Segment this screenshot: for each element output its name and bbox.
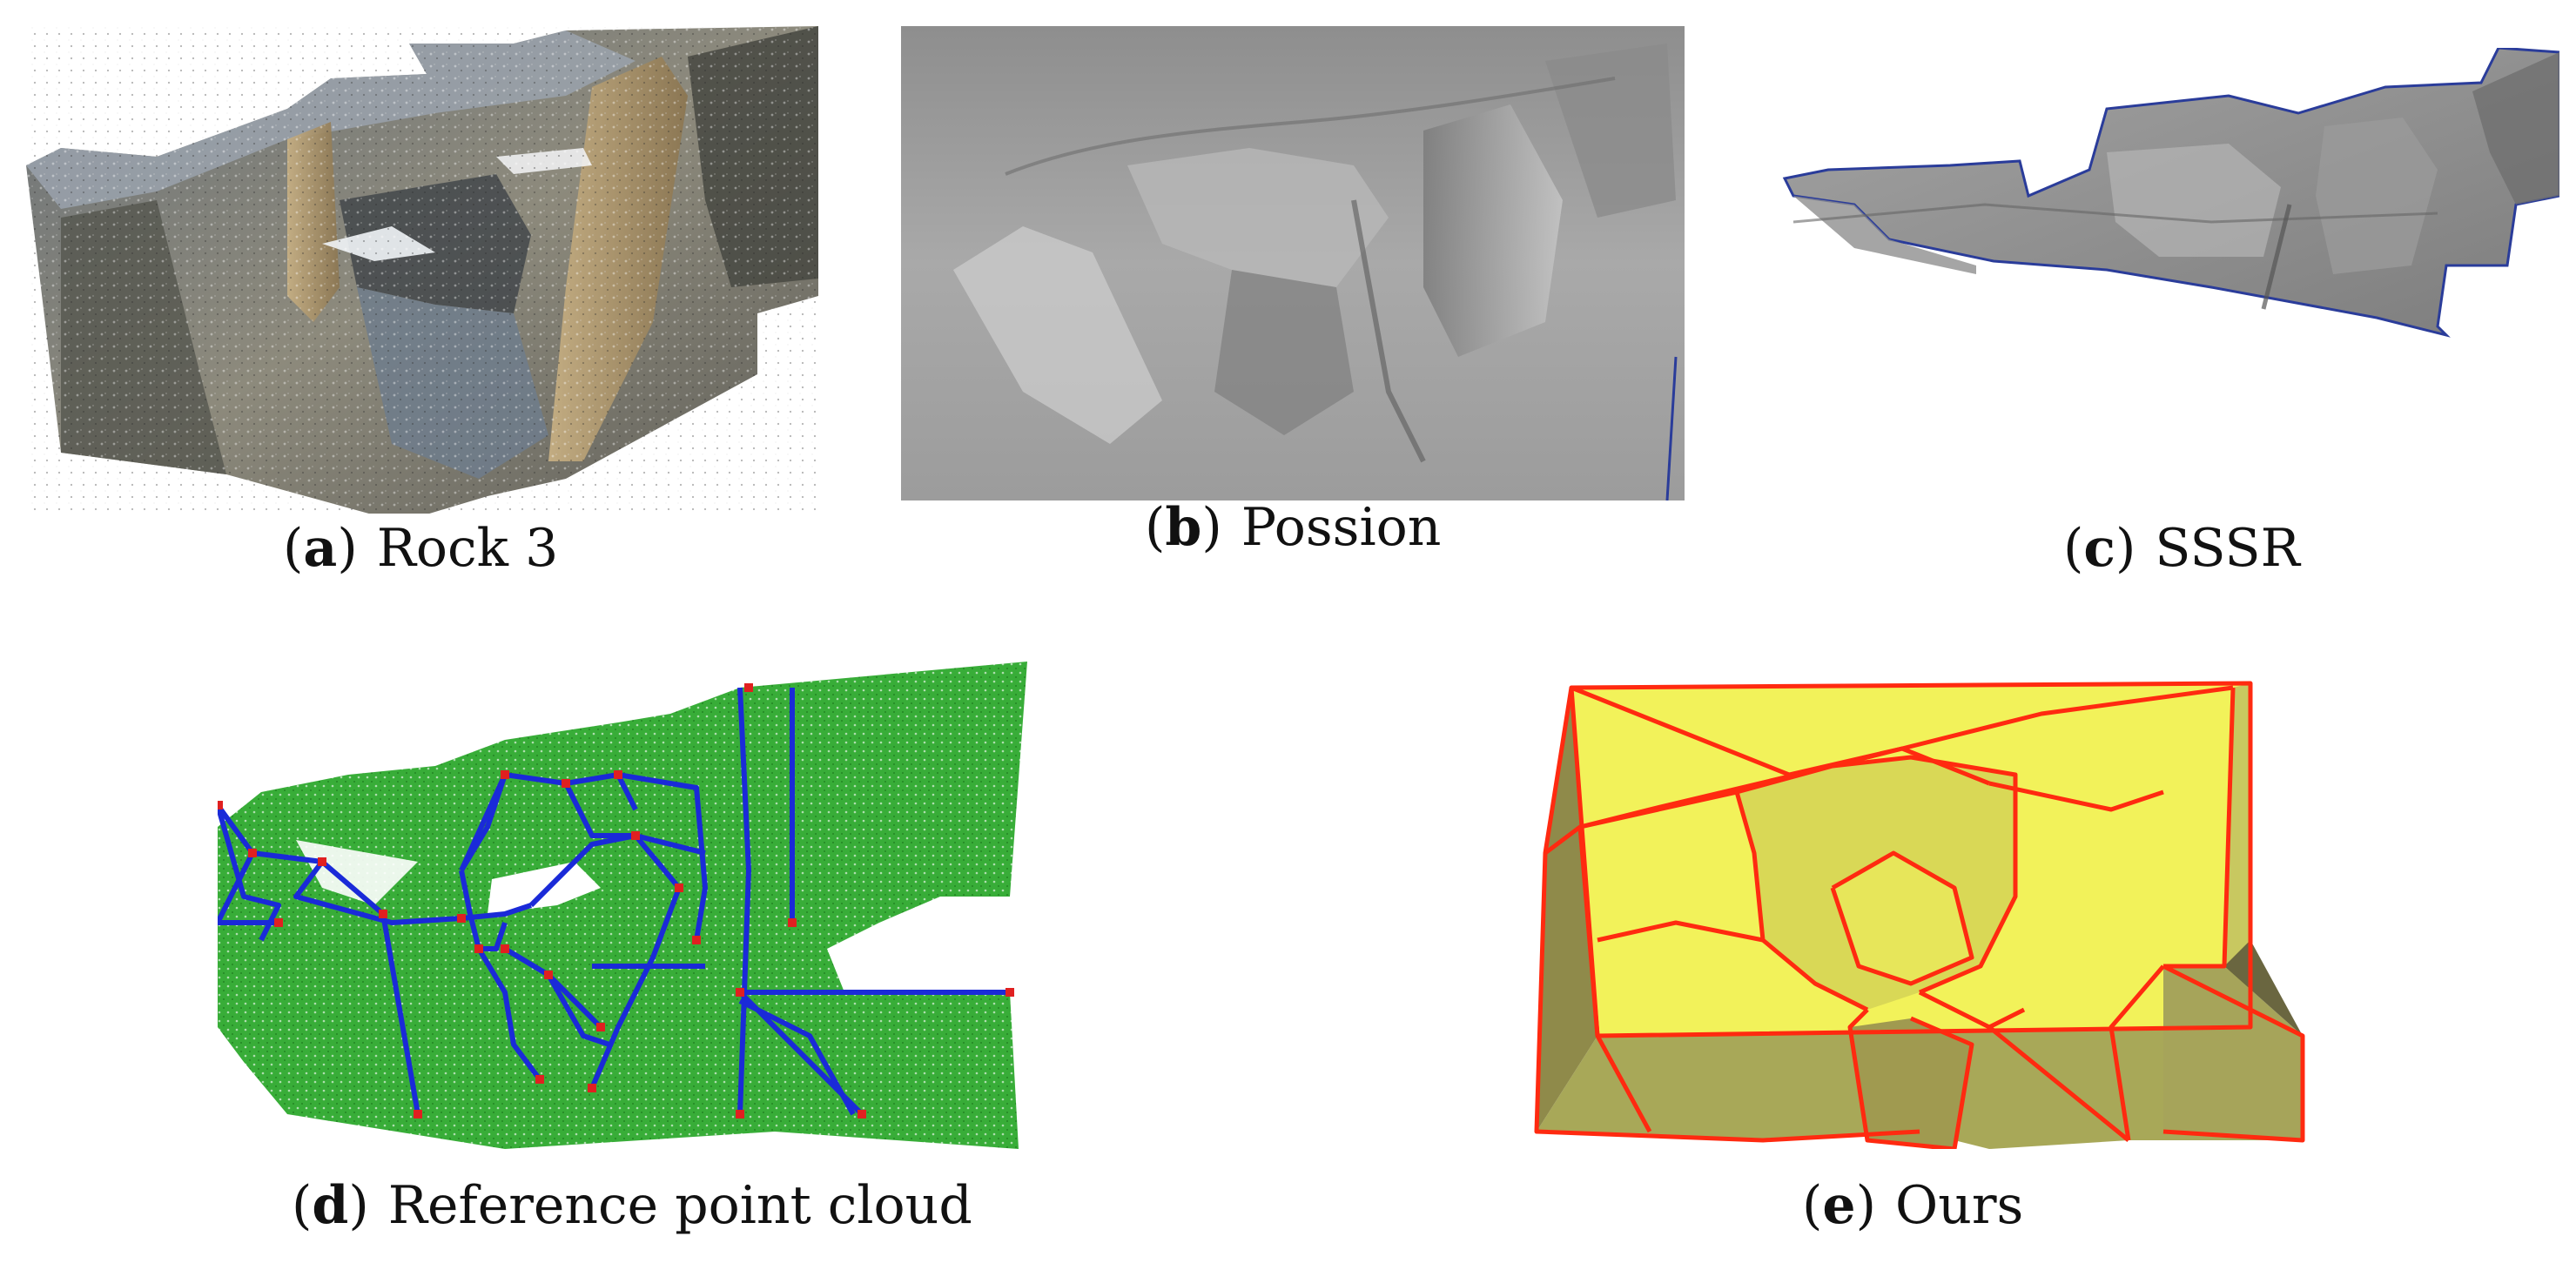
mesh-block-center xyxy=(1127,148,1389,287)
panel-e-ours-model xyxy=(1502,679,2311,1149)
sssr-face-right xyxy=(2316,118,2438,274)
caption-c: (c)SSSR xyxy=(2063,518,2300,579)
mesh-crease-2 xyxy=(1351,199,1426,463)
mesh-boundary xyxy=(1665,356,1678,500)
sssr-crease-2 xyxy=(2261,204,2292,310)
mesh-right-face xyxy=(1423,104,1563,357)
mesh-crease xyxy=(1005,77,1616,176)
model-right-dark xyxy=(2224,940,2303,1036)
sssr-left-block xyxy=(1793,196,1976,274)
panel-d-reference-point-cloud xyxy=(218,662,1036,1166)
mesh-ridge-left xyxy=(953,226,1162,444)
cloud-gap-arch xyxy=(488,862,601,914)
panel-b-possion-mesh xyxy=(901,26,1685,500)
caption-e: (e)Ours xyxy=(1802,1175,2024,1236)
sssr-mesh-image xyxy=(1782,48,2559,338)
caption-b: (b)Possion xyxy=(1145,497,1442,558)
panel-a-rock-point-cloud xyxy=(26,26,818,514)
reference-point-cloud-image xyxy=(218,662,1027,1149)
model-center-pedestal xyxy=(1850,1018,1972,1149)
mesh-block-shadow xyxy=(1214,270,1354,435)
ours-polygonal-model-image xyxy=(1534,681,2305,1149)
caption-d: (d)Reference point cloud xyxy=(292,1175,972,1236)
cloud-gap-right xyxy=(879,914,1001,957)
model-arch-inner xyxy=(1833,853,1972,984)
sssr-crease xyxy=(1792,203,2438,224)
possion-mesh-image xyxy=(901,26,1685,500)
sssr-dark-right xyxy=(2472,52,2559,205)
rock-point-cloud-image xyxy=(26,26,818,514)
sssr-face-center xyxy=(2107,144,2281,257)
panel-c-sssr-mesh xyxy=(1776,48,2559,492)
cloud-gap-top xyxy=(296,840,418,905)
model-right-wedge xyxy=(2163,966,2303,1140)
mesh-right-top xyxy=(1545,44,1676,218)
red-edge-network xyxy=(1534,681,2305,1149)
green-cloud-body xyxy=(218,662,1027,1149)
caption-a: (a)Rock 3 xyxy=(283,518,559,579)
red-vertex-markers xyxy=(218,683,1014,1119)
model-right-block xyxy=(2224,683,2250,966)
model-left-side xyxy=(1537,688,1597,1132)
